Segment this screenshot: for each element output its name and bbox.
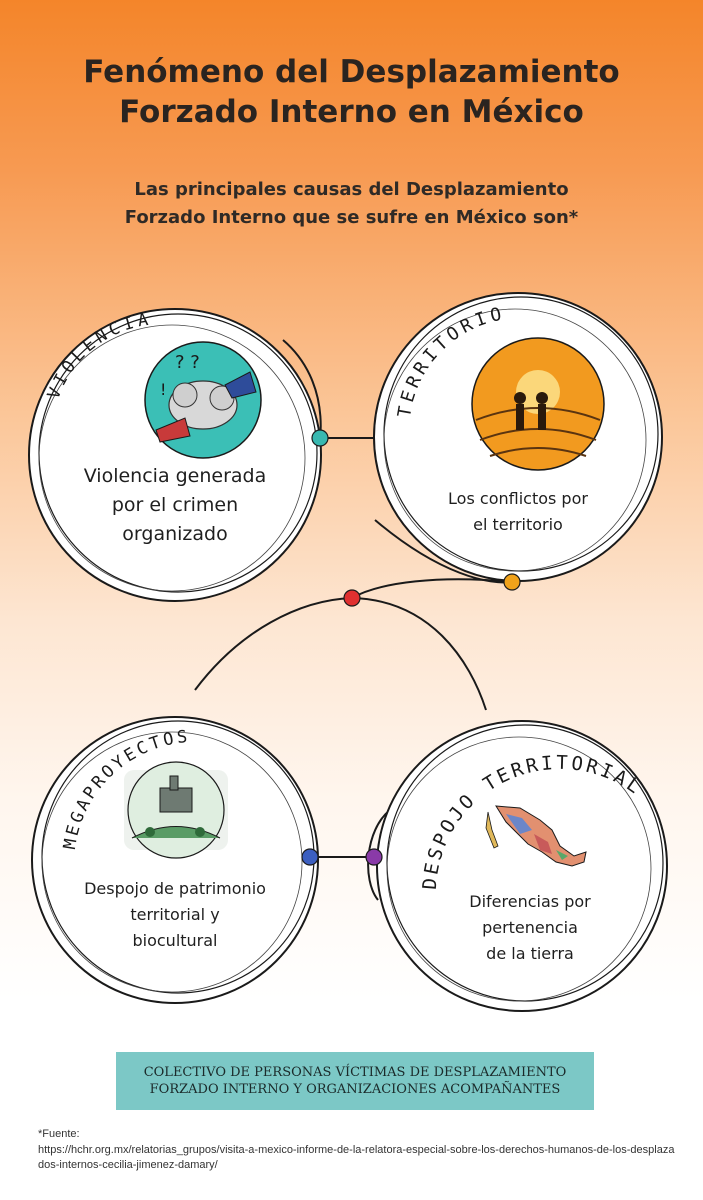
source-link[interactable]: https://hchr.org.mx/relatorias_grupos/vi… (38, 1144, 675, 1171)
territory-icon (471, 337, 605, 471)
cause-text-line: territorial y (130, 905, 220, 924)
connector-dot-blue (301, 848, 319, 866)
cause-text-line: Despojo de patrimonio (84, 879, 266, 898)
organization-banner: COLECTIVO DE PERSONAS VÍCTIMAS DE DESPLA… (116, 1052, 594, 1110)
cause-text-line: Los conflictos por (448, 489, 588, 508)
cause-text-line: de la tierra (486, 944, 574, 963)
mexico-map-icon (485, 805, 587, 867)
connector-dot-purple (365, 848, 383, 866)
connector-dots (301, 429, 521, 866)
violence-icon: ? ? ! (144, 341, 262, 459)
cause-text-line: Diferencias por (469, 892, 591, 911)
cause-text-line: pertenencia (482, 918, 578, 937)
title-line-1: Fenómeno del Desplazamiento (83, 54, 620, 90)
page-title: Fenómeno del Desplazamiento Forzado Inte… (0, 52, 703, 132)
cause-text-line: Violencia generada (83, 465, 267, 487)
cause-text-line: el territorio (473, 515, 563, 534)
organization-name: COLECTIVO DE PERSONAS VÍCTIMAS DE DESPLA… (144, 1064, 567, 1098)
cause-text-line: biocultural (132, 931, 218, 950)
organization-line-1: COLECTIVO DE PERSONAS VÍCTIMAS DE DESPLA… (143, 1065, 567, 1080)
megaproject-icon (124, 761, 228, 859)
cause-text-despojo: Diferencias por pertenencia de la tierra (430, 889, 630, 967)
cause-text-megaproyectos: Despojo de patrimonio territorial y bioc… (50, 876, 300, 954)
cause-circle-megaproyectos (31, 716, 319, 1004)
page-subtitle: Las principales causas del Desplazamient… (0, 176, 703, 232)
source-label: *Fuente: (38, 1128, 80, 1140)
subtitle-line-1: Las principales causas del Desplazamient… (134, 179, 569, 200)
connector-dot-red (343, 589, 361, 607)
cause-text-territorio: Los conflictos por el territorio (418, 486, 618, 538)
subtitle-line-2: Forzado Interno que se sufre en México s… (124, 207, 579, 228)
cause-text-violencia: Violencia generada por el crimen organiz… (50, 462, 300, 549)
svg-text:!: ! (160, 380, 166, 399)
cause-circle-despojo (376, 720, 668, 1012)
connector-dot-teal (311, 429, 329, 447)
svg-text:? ?: ? ? (175, 352, 200, 373)
cause-text-line: organizado (122, 523, 228, 545)
title-line-2: Forzado Interno en México (119, 94, 584, 130)
cause-text-line: por el crimen (111, 494, 239, 516)
organization-line-2: FORZADO INTERNO Y ORGANIZACIONES ACOMPAÑ… (149, 1082, 561, 1097)
connector-dot-yellow (503, 573, 521, 591)
